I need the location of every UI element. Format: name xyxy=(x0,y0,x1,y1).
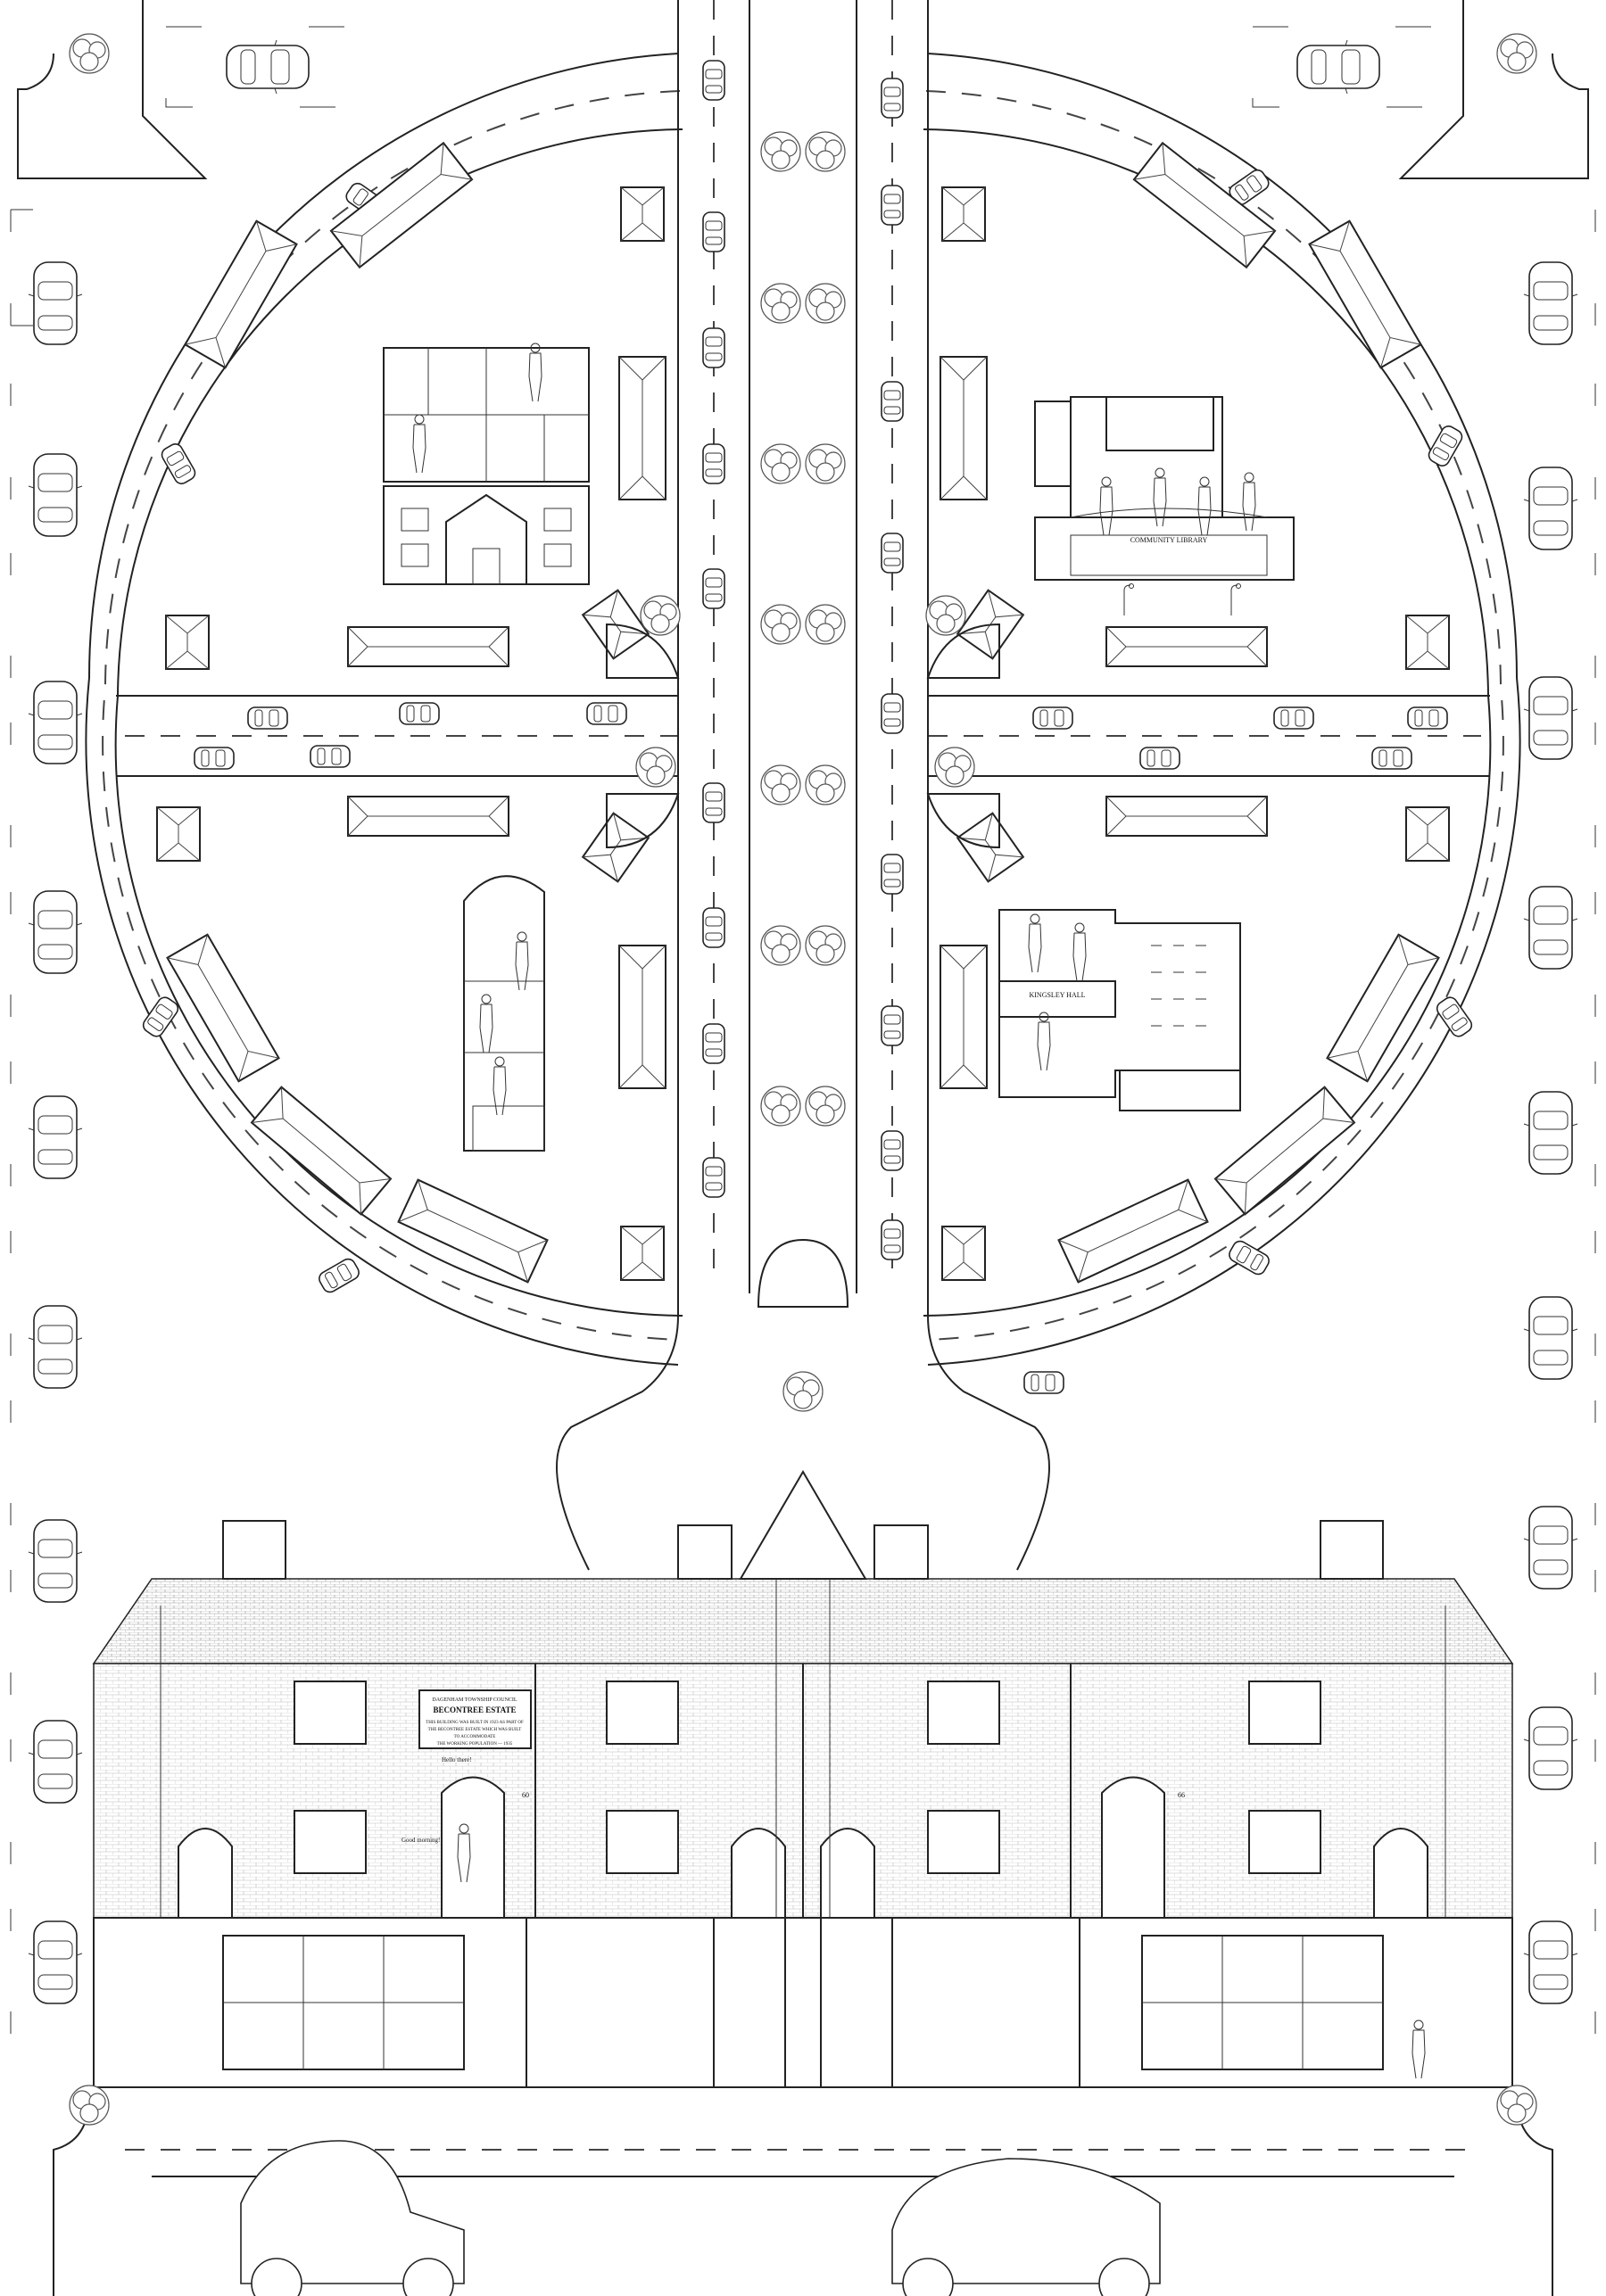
parking-bays-left xyxy=(10,209,33,2034)
plaque-line-2: THE BECONTREE ESTATE WHICH WAS BUILT xyxy=(428,1728,522,1732)
plaque-line-4: THE WORKING POPULATION — 1935 xyxy=(437,1742,513,1747)
hall-vignette: KINGSLEY HALL xyxy=(998,909,1241,1111)
parked-cars-right xyxy=(1523,261,1578,2004)
hall-sign: KINGSLEY HALL xyxy=(1029,991,1085,999)
cafe-section xyxy=(463,875,545,1152)
speech-1: Hello there! xyxy=(442,1756,472,1763)
bottom-street xyxy=(53,2085,1553,2296)
central-boulevard xyxy=(556,0,1050,1571)
boulevard-trees xyxy=(760,131,846,1412)
plaque-line-1: THIS BUILDING WAS BUILT IN 1923 AS PART … xyxy=(426,1721,524,1725)
library-vignette: COMMUNITY LIBRARY xyxy=(1034,396,1295,616)
corner-plot-top-right xyxy=(1252,0,1589,179)
plaque-title: BECONTREE ESTATE xyxy=(434,1705,517,1714)
plazas xyxy=(606,595,1000,849)
cross-road xyxy=(116,695,1490,777)
speech-2: Good morning! xyxy=(402,1837,440,1844)
speech-bubbles: Hello there! Good morning! xyxy=(402,1756,472,1844)
house-number-left: 60 xyxy=(522,1791,529,1799)
house-number-right: 66 xyxy=(1178,1791,1185,1799)
corner-plot-top-left xyxy=(17,0,354,179)
house-cutaway xyxy=(383,343,590,585)
parked-cars-left xyxy=(28,261,83,2004)
terrace-elevation: 60 66 DAGENHAM TOWNSHIP COUNCIL BECONTRE… xyxy=(92,1470,1514,2088)
boulevard-cars xyxy=(702,60,904,1260)
houses-bottom-left-quadrant xyxy=(156,796,666,1284)
plaque-council: DAGENHAM TOWNSHIP COUNCIL xyxy=(432,1697,517,1703)
library-sign: COMMUNITY LIBRARY xyxy=(1130,536,1208,544)
plaque-line-3: TO ACCOMMODATE xyxy=(454,1735,496,1739)
